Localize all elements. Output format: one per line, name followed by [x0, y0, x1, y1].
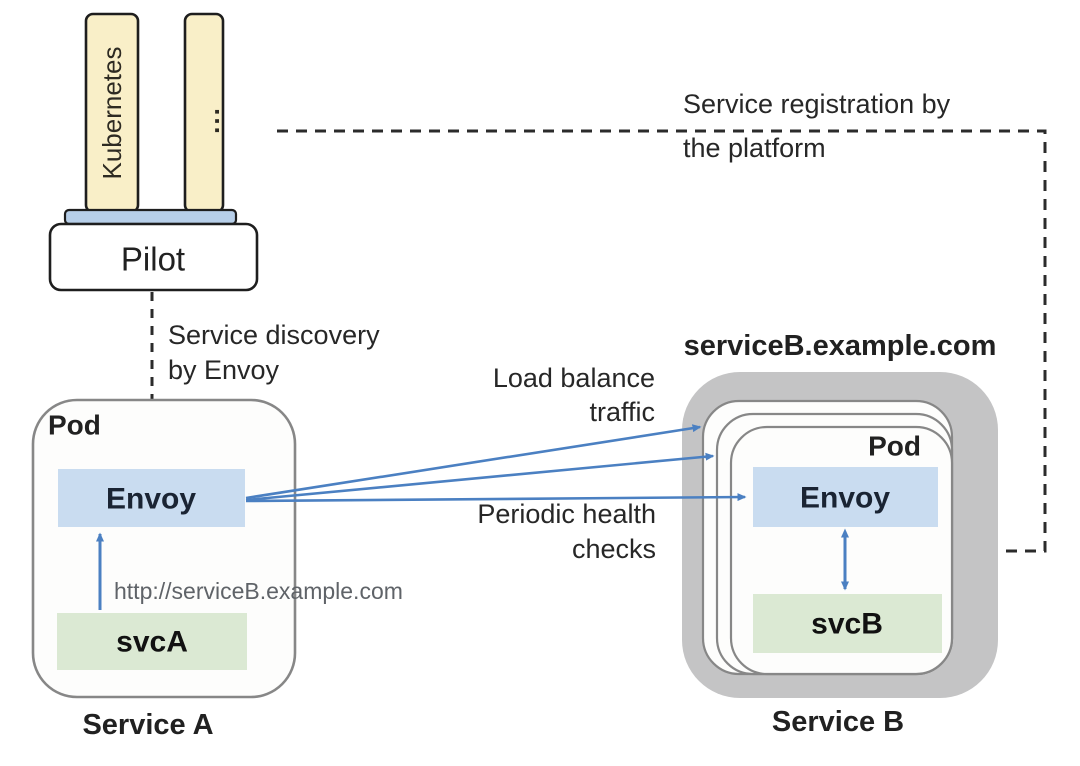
- service-a-envoy-box: [58, 469, 245, 527]
- platform-adapter-stack: Kubernetes ... Pilot: [48, 12, 259, 292]
- health-check-arrow: [245, 493, 747, 503]
- service-discovery-annotation: Service discovery by Envoy: [168, 320, 380, 385]
- service-a-svc-label: svcA: [116, 626, 188, 659]
- service-b-pod-label: Pod: [868, 431, 921, 462]
- service-b-envoy-box: [753, 467, 938, 527]
- load-balance-arrow-2: [245, 452, 715, 502]
- service-a-envoy-label: Envoy: [106, 483, 196, 516]
- adapter-connector-bar: [63, 208, 238, 226]
- more-adapters-ellipsis-icon: ...: [195, 106, 225, 134]
- service-a-title: Service A: [82, 709, 213, 741]
- service-b-svc-label: svcB: [811, 608, 883, 641]
- service-a-group: Pod Envoy svcA http://serviceB.example.c…: [31, 398, 403, 741]
- service-a-pod-label: Pod: [48, 410, 101, 441]
- http-request-url-label: http://serviceB.example.com: [114, 578, 403, 604]
- pilot-label: Pilot: [121, 241, 185, 278]
- kubernetes-adapter-label: Kubernetes: [97, 47, 127, 180]
- service-b-domain-label: serviceB.example.com: [684, 330, 997, 362]
- service-registration-text-line1: Service registration by: [683, 89, 951, 119]
- health-checks-annotation: Periodic health checks: [477, 499, 656, 564]
- service-registration-annotation: Service registration by the platform: [683, 89, 951, 163]
- load-balance-text-line1: Load balance: [493, 363, 655, 393]
- pilot-box: [48, 222, 259, 292]
- service-registration-text-line2: the platform: [683, 133, 826, 163]
- service-discovery-text-line2: by Envoy: [168, 355, 280, 385]
- service-b-svc-box: [753, 594, 942, 653]
- load-balance-annotation: Load balance traffic: [493, 363, 655, 427]
- traffic-arrows: [245, 424, 747, 503]
- service-b-group: serviceB.example.com Pod Envoy svcB Serv…: [682, 330, 998, 738]
- health-checks-text-line2: checks: [572, 534, 656, 564]
- service-discovery-text-line1: Service discovery: [168, 320, 380, 350]
- service-a-svc-box: [57, 613, 247, 670]
- health-checks-text-line1: Periodic health: [477, 499, 656, 529]
- service-b-envoy-label: Envoy: [800, 482, 890, 515]
- service-b-title: Service B: [772, 706, 904, 738]
- load-balance-arrow-1: [245, 424, 702, 500]
- load-balance-text-line2: traffic: [589, 397, 655, 427]
